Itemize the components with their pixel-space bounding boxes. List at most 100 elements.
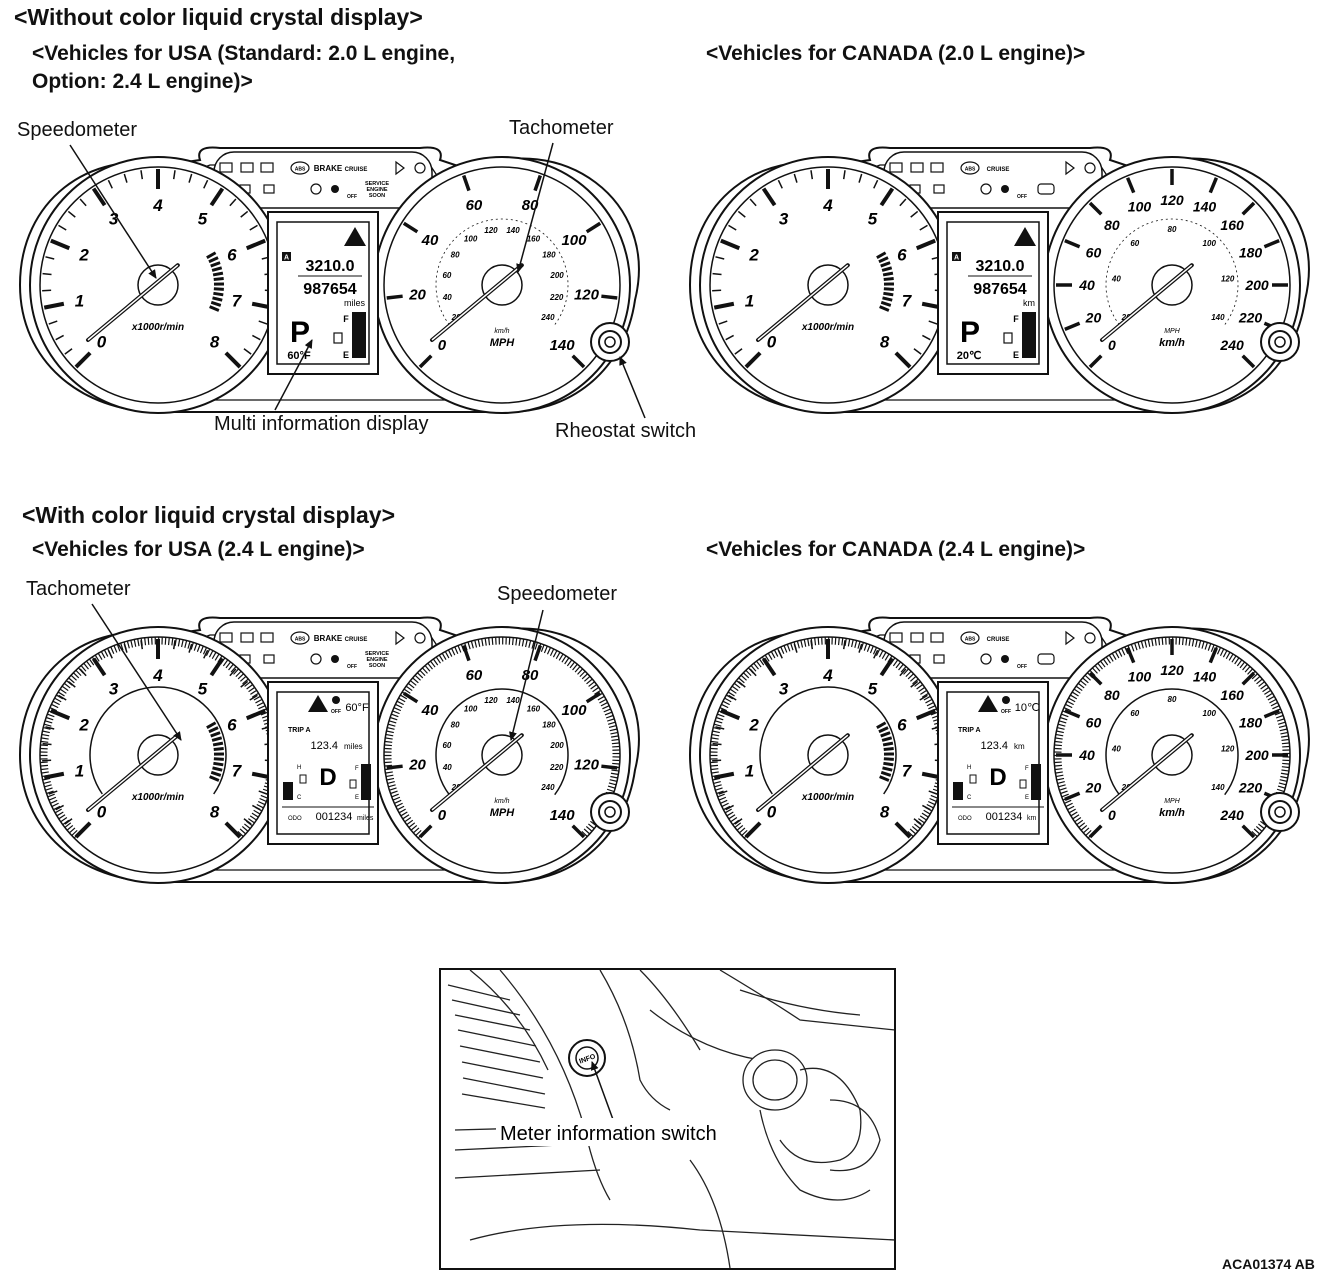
tachometer-major-tick	[209, 187, 225, 207]
speedometer-inner-label: 100	[1203, 709, 1217, 718]
speedometer-inner-scale	[1105, 688, 1239, 796]
tachometer-minor-tick	[919, 694, 928, 701]
tachometer-redzone-mark	[879, 775, 890, 782]
fuel-empty-label: E	[355, 795, 359, 801]
tachometer-minor-tick	[249, 224, 258, 231]
tachometer-inner-ring	[89, 686, 227, 795]
tachometer-redzone-mark	[881, 736, 893, 742]
turn-right-icon	[395, 160, 405, 176]
warning-icon	[344, 227, 366, 246]
tachometer-minor-tick	[258, 320, 268, 325]
tpms-icon	[310, 653, 322, 665]
tachometer-minor-tick	[123, 173, 128, 183]
speedometer-tick-label: 140	[550, 807, 576, 824]
turn-right-icon	[1065, 160, 1075, 176]
speedometer-major-tick	[1064, 708, 1081, 719]
tachometer-minor-tick	[873, 179, 879, 189]
tpms-icon	[310, 183, 322, 195]
speedometer-inner-label: 40	[442, 763, 452, 772]
tachometer-inner-ring	[759, 686, 897, 795]
speedometer-major-tick	[1263, 238, 1280, 249]
tachometer-major-tick	[245, 708, 266, 721]
turn-right-icon	[395, 630, 405, 646]
tachometer-major-tick	[720, 238, 741, 251]
speedometer-major-tick	[418, 354, 433, 369]
tachometer-major-tick	[245, 238, 266, 251]
rear-fog-icon	[263, 184, 275, 194]
speedometer-unit: km/h	[1159, 337, 1185, 349]
tachometer-tick-label: 2	[748, 245, 759, 264]
tachometer-redzone-mark	[883, 287, 894, 291]
telltale-service: SERVICE	[365, 651, 389, 657]
heading-with-color: <With color liquid crystal display>	[22, 502, 395, 528]
tachometer-tick-label: 4	[822, 666, 833, 685]
tachometer-redzone-mark	[213, 277, 224, 282]
off-label-display: OFF	[331, 709, 341, 715]
rear-fog-icon	[933, 654, 945, 664]
speedometer-tick-label: 0	[438, 807, 447, 824]
speedometer-tick-label: 60	[1086, 714, 1102, 730]
tachometer-minor-tick	[725, 334, 734, 341]
tachometer-tick-label: 6	[227, 245, 237, 264]
trip-value: 123.4	[980, 740, 1008, 752]
fuel-gauge-bar	[361, 764, 371, 800]
tachometer-redzone-mark	[208, 726, 219, 734]
selector-knob	[742, 1049, 808, 1111]
speedometer-tick-label: 80	[1104, 687, 1120, 703]
speedometer-tick-label: 40	[421, 232, 439, 249]
speedometer-inner-scale	[435, 688, 569, 796]
speedometer-inner-label: 60	[1130, 709, 1139, 718]
tachometer-redzone-mark	[880, 770, 892, 777]
speedometer-tick-label: 180	[1239, 714, 1263, 730]
tachometer-minor-tick	[919, 224, 928, 231]
fuel-pump-icon	[1019, 779, 1027, 789]
outside-temperature: 60°F	[345, 702, 369, 714]
tachometer-unit: x1000r/min	[131, 322, 184, 333]
stability-icon-display	[332, 696, 340, 704]
tachometer-tick-label: 4	[152, 196, 163, 215]
battery-icon	[219, 162, 233, 173]
speedometer-major-tick	[402, 221, 419, 234]
off-label-display: OFF	[1001, 709, 1011, 715]
tachometer-needle-highlight	[757, 264, 849, 341]
heading-usa-mono-line1: <Vehicles for USA (Standard: 2.0 L engin…	[32, 42, 456, 65]
tachometer-minor-tick	[140, 170, 144, 180]
leader-info-switch	[590, 1061, 616, 1126]
speedometer-inner-label: 80	[1168, 225, 1177, 234]
rheostat-switch-center	[604, 806, 616, 818]
speedometer-tick-label: 100	[561, 232, 587, 249]
tachometer-minor-tick	[734, 348, 743, 355]
turn-left-icon	[240, 162, 254, 173]
tachometer-redzone-mark	[883, 761, 894, 767]
tachometer-tick-label: 5	[868, 209, 878, 228]
odo-label: ODO	[288, 816, 302, 822]
speedometer-inner-label: 140	[506, 226, 520, 235]
trip-unit: km	[1014, 742, 1025, 751]
tachometer-minor-tick	[107, 649, 113, 659]
heading-usa-mono-line2: Option: 2.4 L engine)>	[32, 70, 253, 93]
rheostat-switch-center	[604, 336, 616, 348]
battery-icon	[889, 162, 903, 173]
speedometer-tick-label: 120	[1160, 192, 1184, 208]
speedometer-tick-label: 40	[421, 702, 439, 719]
gear-indicator: P	[960, 316, 980, 349]
tachometer-minor-tick	[58, 694, 67, 701]
coolant-cold-label: C	[967, 795, 972, 801]
trip-label: TRIP A	[288, 727, 311, 734]
speedometer-tick-label: 60	[466, 667, 483, 684]
speedometer-major-tick	[533, 644, 542, 662]
speedometer-major-tick	[1064, 321, 1081, 332]
fuel-gauge-bar	[1031, 764, 1041, 800]
speedometer-major-tick	[1241, 671, 1256, 686]
speedometer-inner-label: 120	[484, 226, 498, 235]
tachometer-minor-tick	[718, 320, 728, 325]
tachometer-tick-label: 3	[109, 679, 119, 698]
tachometer-minor-tick	[913, 348, 922, 355]
tachometer-tick-label: 2	[748, 715, 759, 734]
tachometer-tick-label: 8	[880, 333, 890, 352]
callout-speedometer-bottom: Speedometer	[497, 583, 618, 605]
tachometer-minor-tick	[899, 198, 907, 207]
leader-speedometer-bottom	[509, 609, 544, 741]
heading-canada-mono: <Vehicles for CANADA (2.0 L engine)>	[706, 42, 1086, 65]
